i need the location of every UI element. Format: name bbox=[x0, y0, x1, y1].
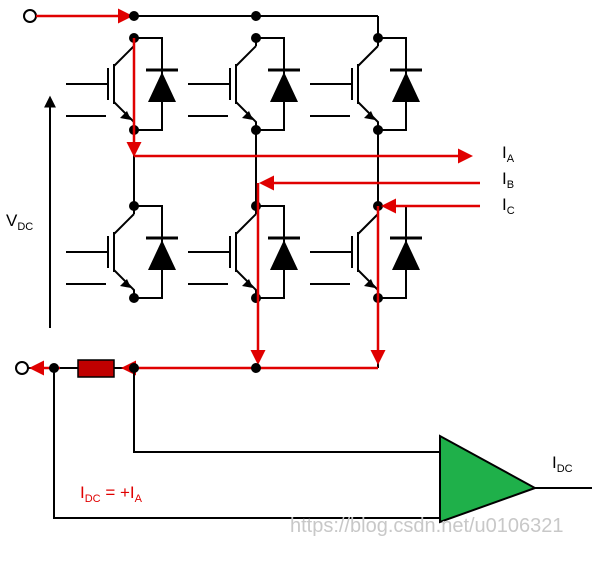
switch-2-0-dot-bot bbox=[373, 125, 383, 135]
switch-0-1-dot-top bbox=[129, 201, 139, 211]
switch-1-0-diode-icon bbox=[270, 72, 298, 102]
switch-2-0-emitter-arrow bbox=[364, 111, 375, 120]
switch-2-0-diode-icon bbox=[392, 72, 420, 102]
switch-0-0-c-diag bbox=[113, 45, 135, 67]
idc-equation: IDC = +IA bbox=[80, 483, 143, 505]
top-terminal bbox=[23, 9, 37, 23]
switch-2-1-diode-icon bbox=[392, 240, 420, 270]
amp-input-minus bbox=[53, 368, 440, 519]
igbt-legs bbox=[66, 33, 422, 303]
switch-1-0-c-diag bbox=[235, 45, 257, 67]
switch-1-1-c-diag bbox=[235, 213, 257, 235]
ib-label: IB bbox=[502, 169, 514, 191]
vdc-label: VDC bbox=[6, 211, 33, 233]
switch-1-1-dot-bot bbox=[251, 293, 261, 303]
switch-1-1-emitter-arrow bbox=[242, 279, 253, 288]
switch-1-0-dot-bot bbox=[251, 125, 261, 135]
watermark: https://blog.csdn.net/u0106321 bbox=[290, 515, 564, 537]
switch-1-1-dot-top bbox=[251, 201, 261, 211]
switch-2-0-c-diag bbox=[357, 45, 379, 67]
switch-0-1-c-diag bbox=[113, 213, 135, 235]
junction-dots bbox=[49, 11, 261, 373]
current-sense-amplifier bbox=[439, 434, 538, 524]
amp-input-plus bbox=[133, 368, 440, 453]
switch-0-1-emitter-arrow bbox=[120, 279, 131, 288]
switch-0-0-emitter-arrow bbox=[120, 111, 131, 120]
switch-2-0-dot-top bbox=[373, 33, 383, 43]
shunt-resistor bbox=[77, 359, 115, 378]
switch-0-1-dot-bot bbox=[129, 293, 139, 303]
switch-0-1-diode-icon bbox=[148, 240, 176, 270]
idc-output-label: IDC bbox=[552, 453, 573, 475]
bottom-terminal bbox=[15, 361, 29, 375]
switch-1-1-diode-icon bbox=[270, 240, 298, 270]
switch-2-1-c-diag bbox=[357, 213, 379, 235]
switch-1-0-emitter-arrow bbox=[242, 111, 253, 120]
switch-0-0-diode-icon bbox=[148, 72, 176, 102]
ic-label: IC bbox=[502, 195, 515, 217]
switch-1-0-dot-top bbox=[251, 33, 261, 43]
ia-label: IA bbox=[502, 143, 515, 165]
switch-2-1-emitter-arrow bbox=[364, 279, 375, 288]
